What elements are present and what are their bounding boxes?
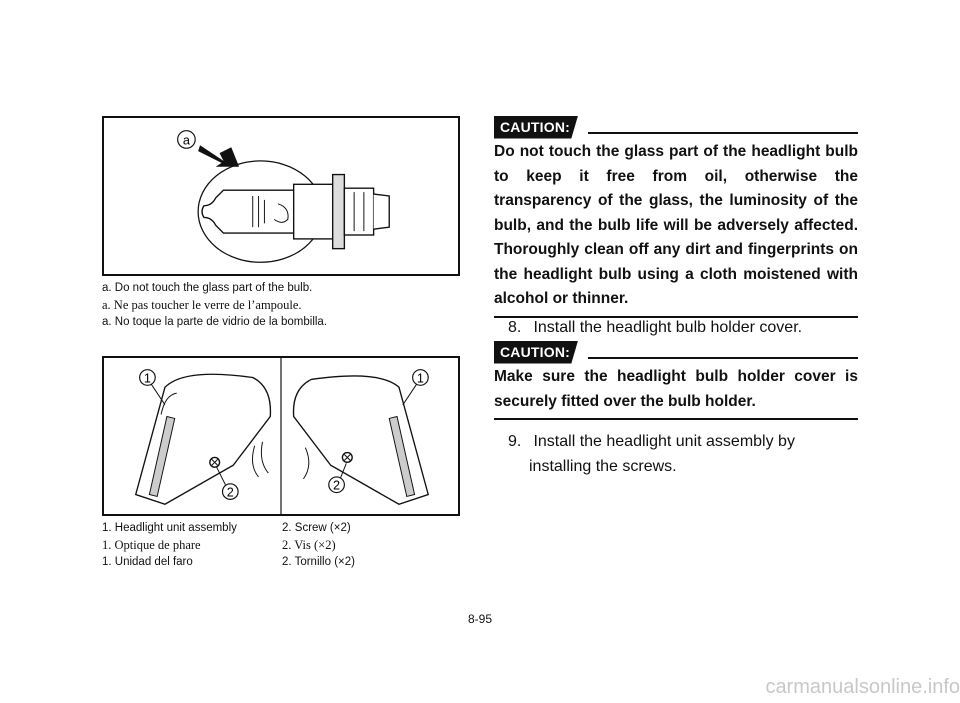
caption-item-2: 2. Tornillo (×2) — [282, 556, 355, 568]
callout-2-right: 2 — [333, 479, 340, 493]
caption-row-french: 1. Optique de phare 2. Vis (×2) — [102, 537, 462, 554]
caution-text: Make sure the headlight bulb holder cove… — [494, 365, 858, 420]
step-9: 9. Install the headlight unit assembly b… — [508, 429, 858, 479]
callout-1-right: 1 — [417, 371, 424, 385]
caution-label: CAUTION: — [494, 115, 579, 139]
caution-rule — [588, 132, 858, 134]
step-number: 8. — [508, 319, 522, 336]
watermark: carmanualsonline.info — [765, 676, 960, 698]
caption-spanish: a. No toque la parte de vidrio de la bom… — [102, 316, 328, 328]
callout-a: a — [183, 133, 191, 147]
step-text: Install the headlight unit assembly by — [533, 433, 795, 450]
bulb-illustration: a — [102, 116, 460, 276]
headlight-unit-illustration: 1 2 1 2 — [102, 356, 460, 516]
caution-block-1: CAUTION: Do not touch the glass part of … — [494, 114, 858, 318]
callout-1-left: 1 — [144, 371, 151, 385]
caution-label: CAUTION: — [494, 340, 579, 364]
step-text: Install the headlight bulb holder cover. — [533, 319, 803, 336]
caution-rule — [588, 357, 858, 359]
bulb-drawing: a — [177, 130, 390, 263]
caution-header: CAUTION: — [494, 114, 858, 140]
headlight-unit-drawing: 1 2 1 2 — [134, 358, 430, 514]
caption-item-2: 2. Vis (×2) — [282, 538, 336, 552]
caption-row-english: 1. Headlight unit assembly 2. Screw (×2) — [102, 520, 462, 537]
caption-item-1: 1. Optique de phare — [102, 538, 201, 552]
caption-french: a. Ne pas toucher le verre de l’ampoule. — [102, 298, 302, 312]
callout-2-left: 2 — [227, 485, 234, 499]
caption-english: a. Do not touch the glass part of the bu… — [102, 282, 313, 294]
step-8: 8. Install the headlight bulb holder cov… — [508, 315, 858, 340]
caption-item-2: 2. Screw (×2) — [282, 522, 351, 534]
caution-text: Do not touch the glass part of the headl… — [494, 140, 858, 318]
step-text-continued: installing the screws. — [529, 458, 677, 475]
caution-header: CAUTION: — [494, 339, 858, 365]
caution-block-2: CAUTION: Make sure the headlight bulb ho… — [494, 339, 858, 420]
page-number: 8-95 — [467, 612, 493, 626]
figure2-captions: 1. Headlight unit assembly 2. Screw (×2)… — [102, 520, 462, 571]
caption-item-1: 1. Headlight unit assembly — [102, 522, 237, 534]
caption-item-1: 1. Unidad del faro — [102, 556, 193, 568]
step-number: 9. — [508, 433, 522, 450]
figure1-captions: a. Do not touch the glass part of the bu… — [102, 280, 327, 331]
caption-row-spanish: 1. Unidad del faro 2. Tornillo (×2) — [102, 554, 462, 571]
